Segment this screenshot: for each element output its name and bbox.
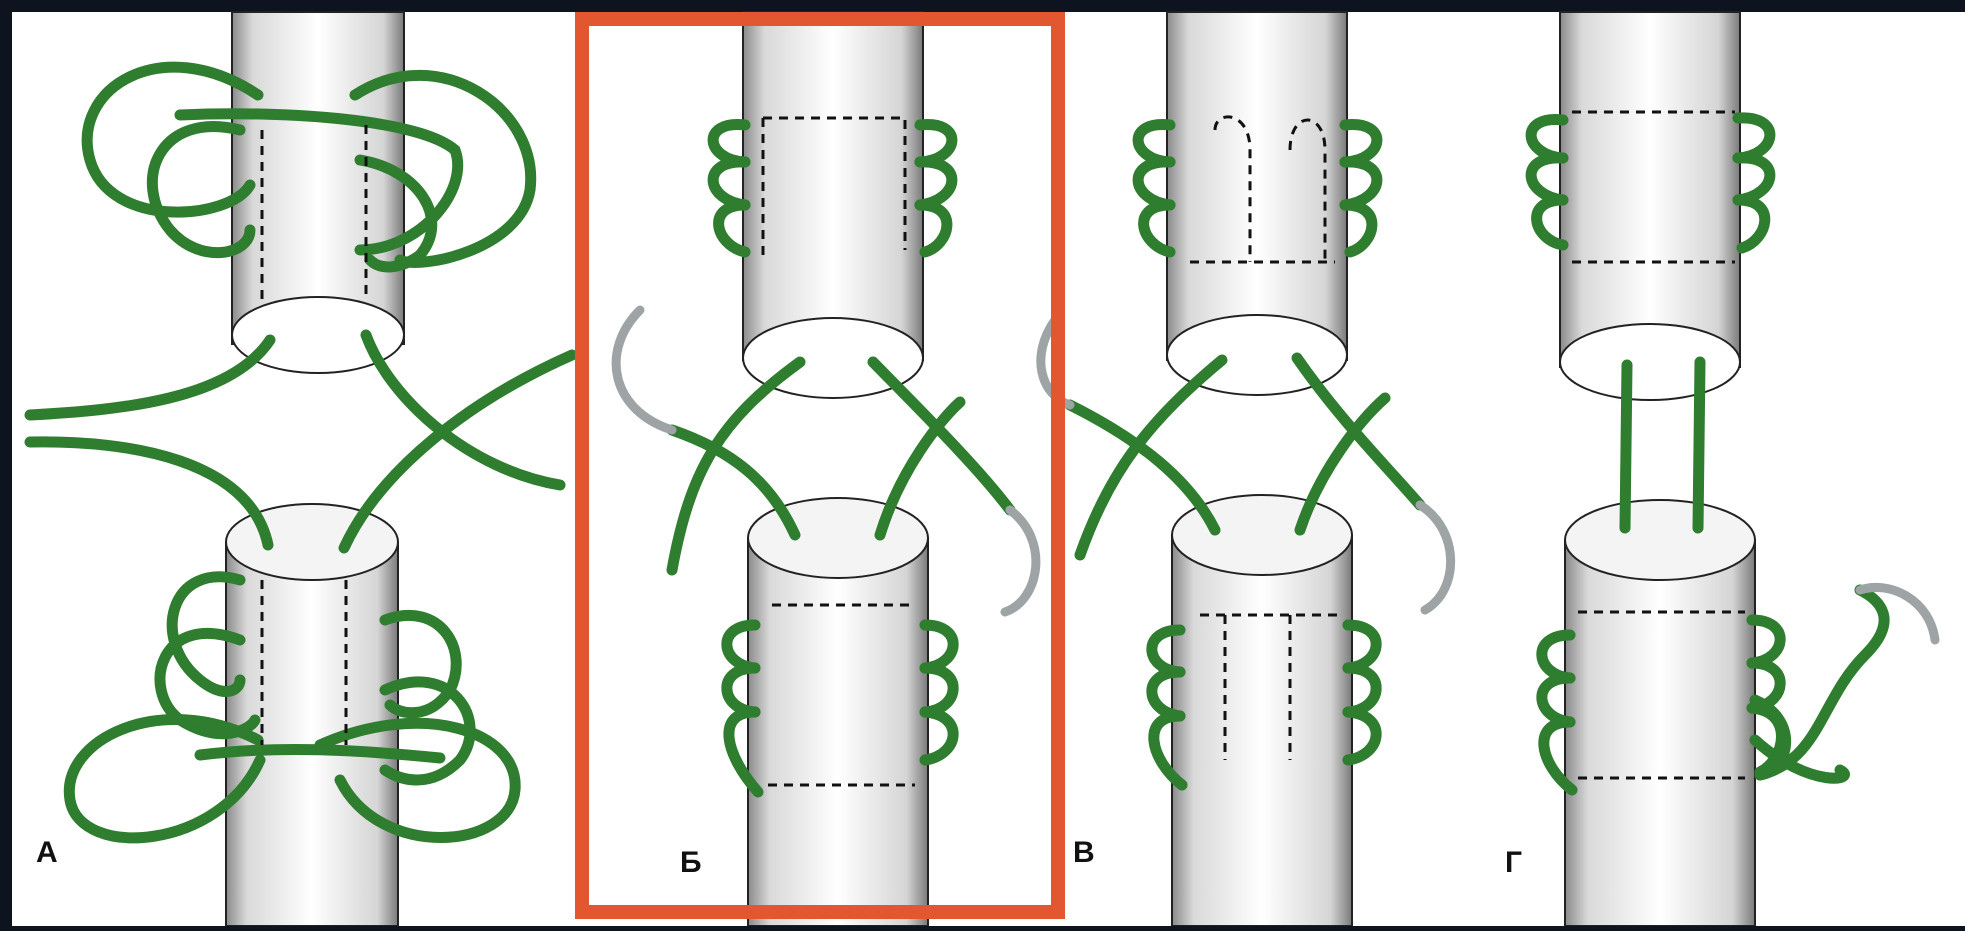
panel-label-g: Г [1505,846,1522,880]
vessel-end-lower [1565,500,1755,580]
panel-label-v: В [1073,836,1095,870]
vessel-end-upper [1560,324,1740,400]
upper-vessel-segment [1167,12,1347,360]
upper-vessel-segment [1560,12,1740,367]
lower-vessel-segment [1172,535,1352,926]
lower-vessel-segment [748,538,928,926]
upper-vessel-segment [743,12,923,360]
upper-vessel-segment [232,12,404,344]
panel-label-b: Б [680,846,702,880]
panel-label-a: А [36,836,58,870]
lower-vessel-segment [1565,540,1755,926]
